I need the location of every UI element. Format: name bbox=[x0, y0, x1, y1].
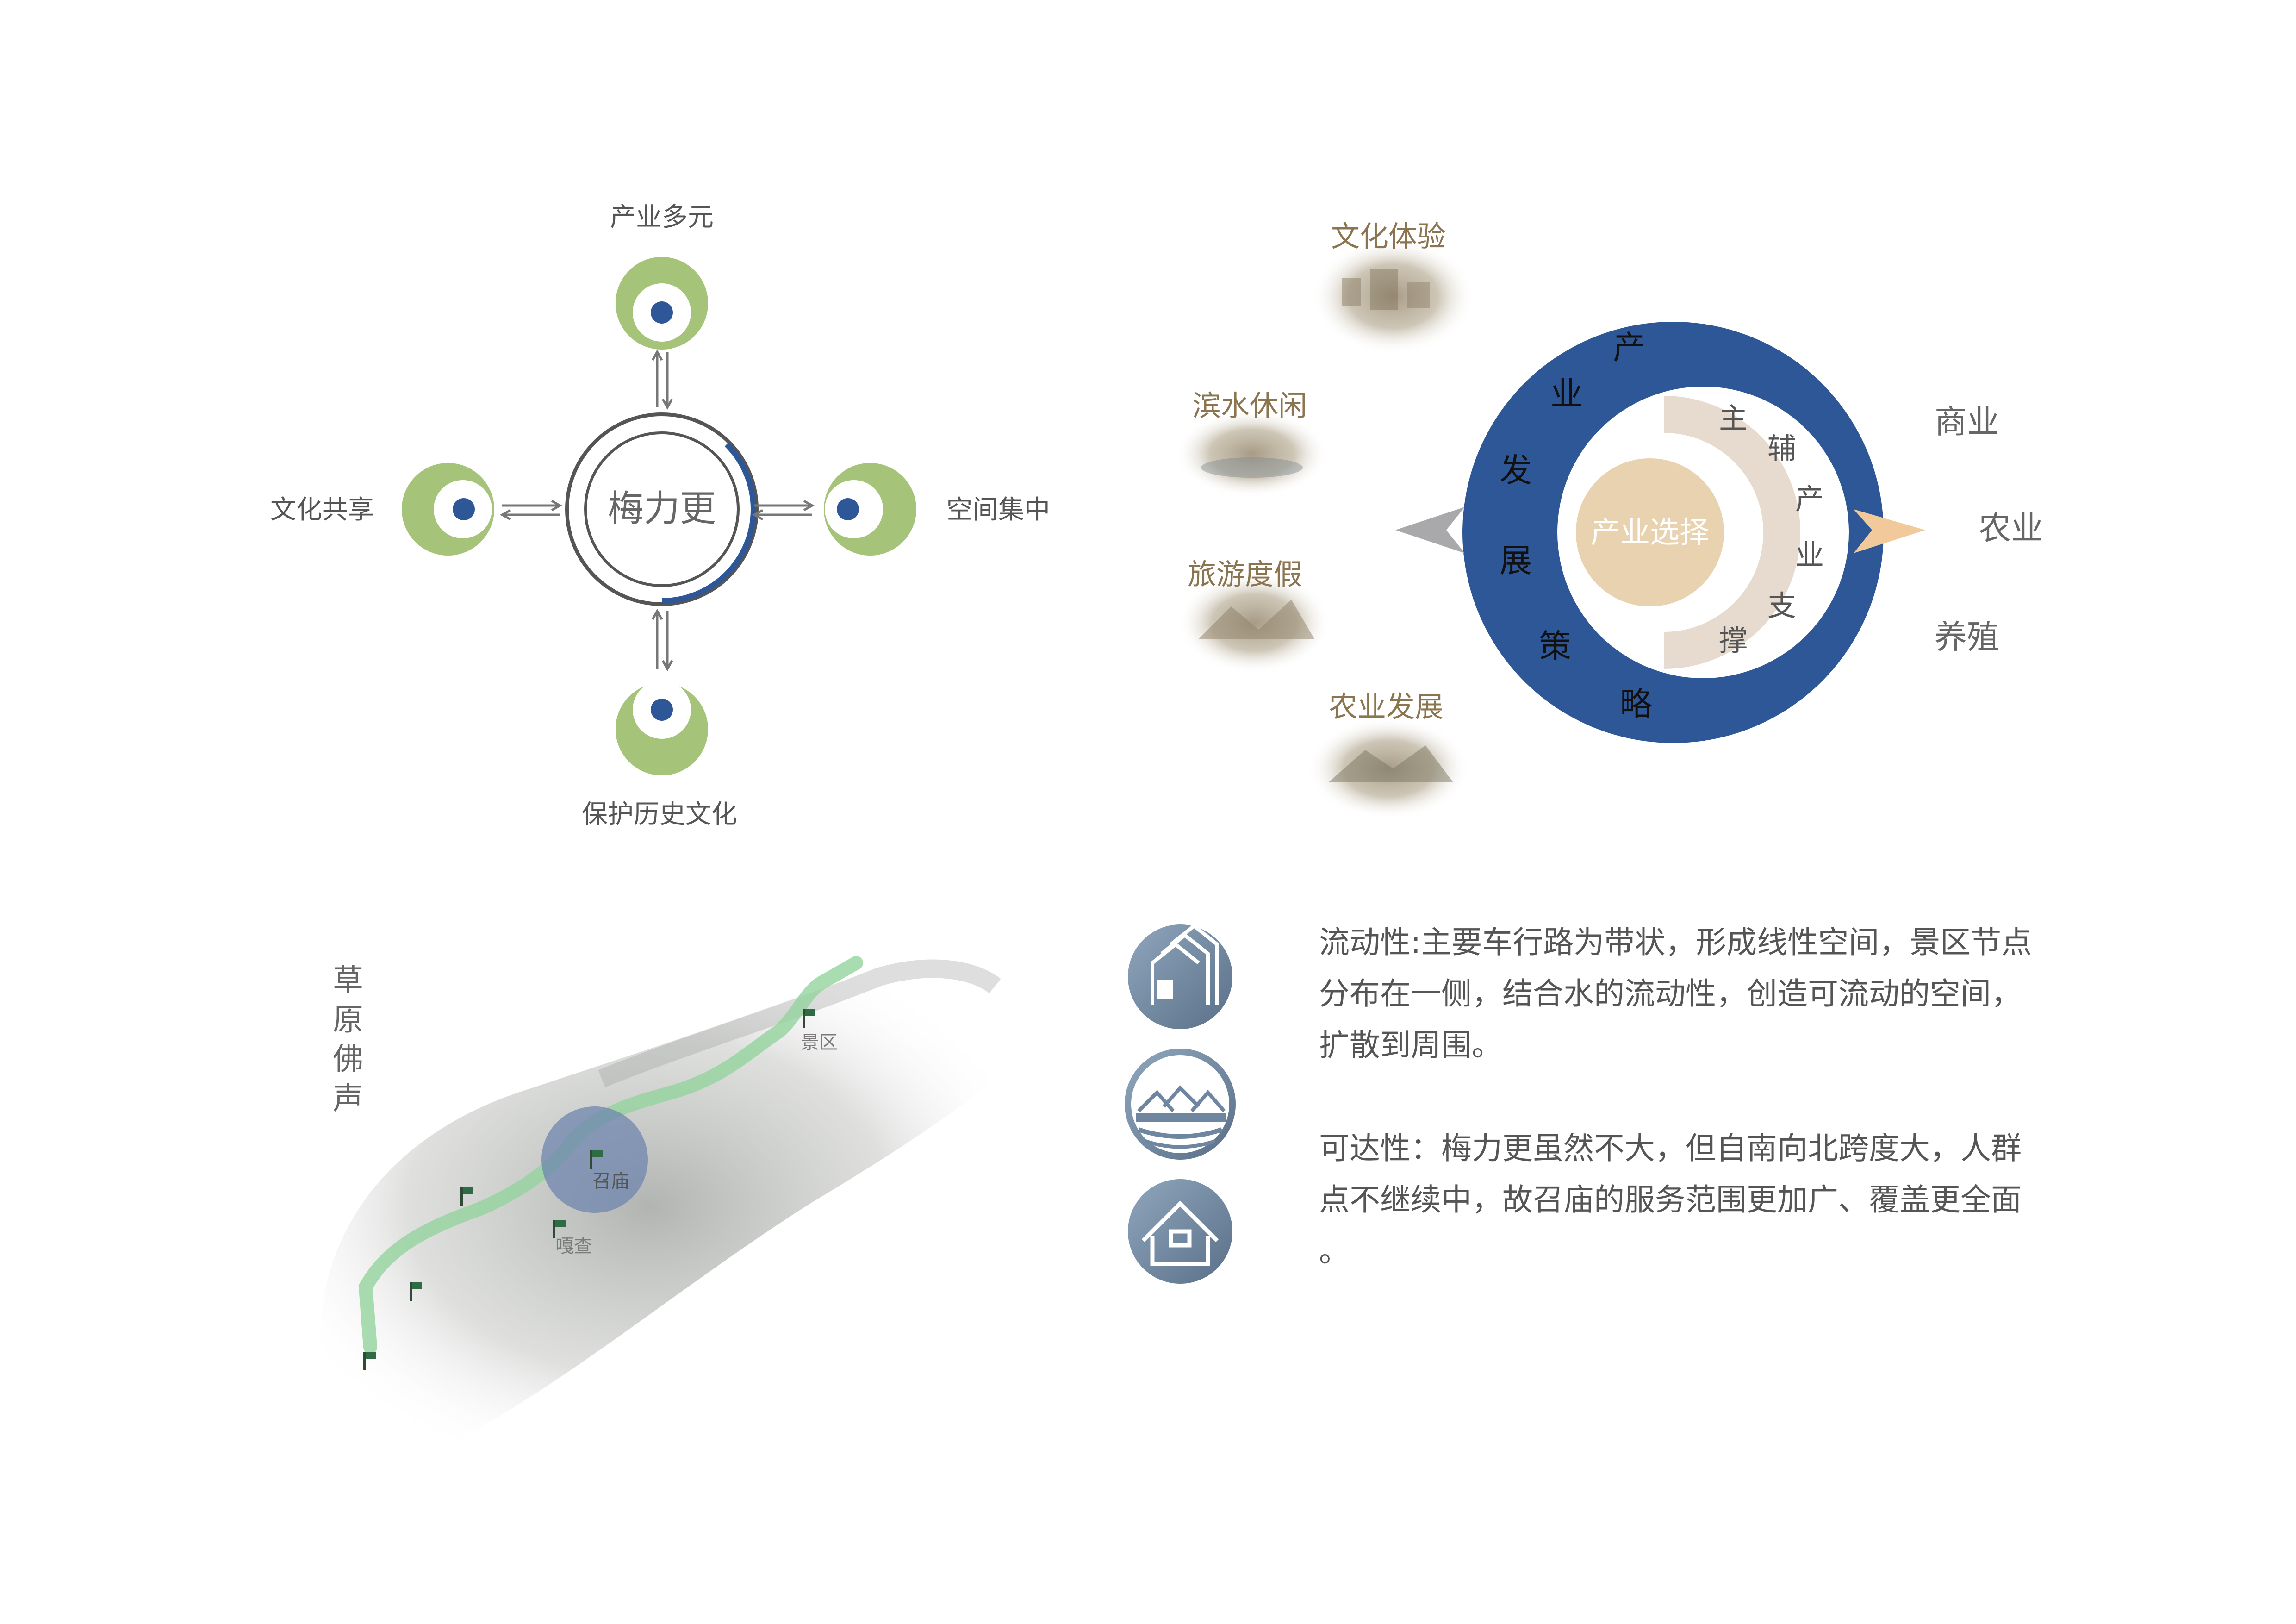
node-right: 空间集中 bbox=[824, 463, 1050, 556]
site-map: 景区 召庙 嘎查 草 原 佛 声 bbox=[320, 950, 1052, 1462]
map-title: 草 原 佛 声 bbox=[333, 962, 363, 1116]
inner-char-4: 业 bbox=[1795, 538, 1824, 572]
left-item-3: 旅游度假 bbox=[1188, 557, 1302, 591]
center-label: 梅力更 bbox=[608, 488, 716, 530]
flag-4 bbox=[460, 1187, 473, 1206]
right-arrow bbox=[1854, 509, 1925, 553]
flow-line-1: 流动性:主要车行路为带状，形成线性空间，景区节点 bbox=[1319, 924, 2032, 960]
center-node: 梅力更 bbox=[565, 412, 759, 606]
outer-char-1: 产 bbox=[1613, 329, 1645, 367]
center-circle: 产业选择 bbox=[1576, 458, 1724, 606]
node-top-label: 产业多元 bbox=[610, 202, 714, 232]
flow-line-3: 扩散到周围。 bbox=[1319, 1027, 1502, 1063]
inner-char-1: 主 bbox=[1719, 401, 1748, 435]
flag-temple bbox=[590, 1150, 603, 1169]
map-ridge bbox=[598, 959, 1001, 1087]
arrow-bottom bbox=[651, 608, 673, 672]
inner-char-6: 撑 bbox=[1719, 624, 1748, 657]
inner-char-3: 产 bbox=[1795, 482, 1824, 516]
map-label-gacha: 嘎查 bbox=[555, 1236, 592, 1257]
map-title-char-3: 佛 bbox=[333, 1041, 363, 1077]
inner-crescent: 主 辅 产 业 支 撑 bbox=[1664, 396, 1824, 669]
photo-culture: 文化体验 bbox=[1312, 219, 1474, 354]
arrow-right bbox=[752, 500, 815, 521]
outer-char-2: 业 bbox=[1550, 375, 1583, 413]
photo-waterfront: 滨水休闲 bbox=[1176, 389, 1328, 498]
photo-resort: 旅游度假 bbox=[1178, 557, 1331, 674]
node-bottom: 保护历史文化 bbox=[582, 681, 737, 830]
flow-paragraph: 流动性:主要车行路为带状，形成线性空间，景区节点 分布在一侧，结合水的流动性，创… bbox=[1319, 917, 2083, 1071]
left-item-2: 滨水休闲 bbox=[1192, 389, 1307, 423]
right-item-2: 农业 bbox=[1979, 509, 2043, 547]
node-right-label: 空间集中 bbox=[946, 495, 1050, 525]
access-paragraph: 可达性：梅力更虽然不大，但自南向北跨度大，人群 点不继续中，故召庙的服务范围更加… bbox=[1319, 1123, 2083, 1277]
map-label-scenic: 景区 bbox=[801, 1032, 838, 1053]
flag-gacha bbox=[553, 1220, 566, 1238]
left-item-4: 农业发展 bbox=[1329, 690, 1444, 724]
inner-char-2: 辅 bbox=[1767, 431, 1796, 465]
village-icon bbox=[1125, 1049, 1236, 1160]
left-arrow bbox=[1395, 507, 1465, 553]
outer-char-6: 略 bbox=[1620, 685, 1652, 723]
flag-6 bbox=[363, 1352, 376, 1370]
access-line-3: 。 bbox=[1319, 1233, 1350, 1269]
center-circle-label: 产业选择 bbox=[1591, 516, 1709, 550]
map-label-temple: 召庙 bbox=[592, 1171, 629, 1192]
node-bottom-label: 保护历史文化 bbox=[582, 800, 737, 830]
outer-char-3: 发 bbox=[1500, 451, 1532, 489]
map-title-char-4: 声 bbox=[333, 1081, 363, 1116]
access-line-2: 点不继续中，故召庙的服务范围更加广、覆盖更全面 bbox=[1319, 1182, 2022, 1218]
right-item-1: 商业 bbox=[1935, 403, 1999, 441]
inner-char-5: 支 bbox=[1767, 589, 1796, 623]
map-terrain bbox=[320, 950, 1052, 1462]
industry-diagram: 文化体验 滨水休闲 旅游度假 农业发展 产 业 发 展 策 略 bbox=[1176, 219, 2043, 819]
house-icon bbox=[1128, 1179, 1232, 1284]
access-line-1: 可达性：梅力更虽然不大，但自南向北跨度大，人群 bbox=[1319, 1131, 2022, 1166]
node-left: 文化共享 bbox=[270, 463, 494, 556]
outer-char-4: 展 bbox=[1500, 542, 1532, 580]
left-item-1: 文化体验 bbox=[1331, 219, 1446, 253]
map-title-char-2: 原 bbox=[333, 1002, 363, 1037]
flag-scenic bbox=[803, 1009, 815, 1028]
photo-agriculture: 农业发展 bbox=[1307, 690, 1469, 819]
right-item-3: 养殖 bbox=[1935, 618, 1999, 656]
map-title-char-1: 草 bbox=[333, 962, 363, 998]
flag-5 bbox=[410, 1282, 422, 1301]
arrow-left bbox=[499, 500, 563, 521]
outer-char-5: 策 bbox=[1539, 627, 1571, 665]
flow-line-2: 分布在一侧，结合水的流动性，创造可流动的空间， bbox=[1319, 976, 2022, 1012]
service-radius bbox=[541, 1106, 648, 1213]
node-left-label: 文化共享 bbox=[270, 495, 374, 525]
node-top: 产业多元 bbox=[610, 202, 714, 350]
arrow-top bbox=[651, 349, 673, 410]
building-icon bbox=[1128, 923, 1232, 1029]
value-diagram: 梅力更 产业多元 保护历史文化 文化共享 空间集中 bbox=[270, 202, 1050, 830]
